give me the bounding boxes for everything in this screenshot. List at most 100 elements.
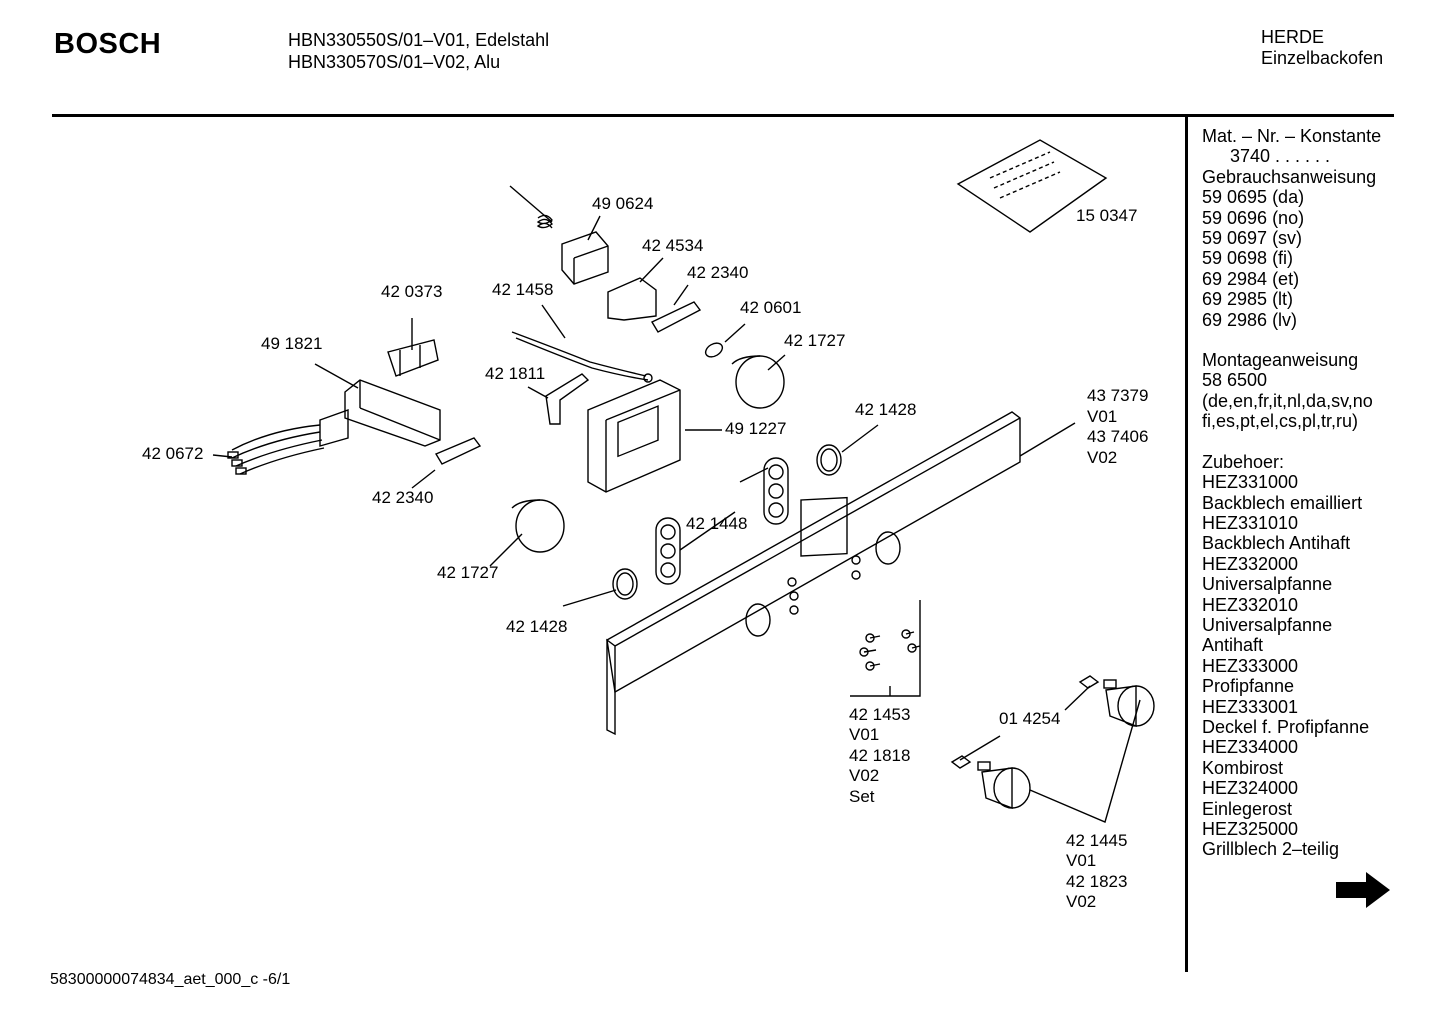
sidebar-line: Zubehoer: bbox=[1202, 451, 1285, 472]
part-label-491821: 49 1821 bbox=[261, 334, 323, 353]
mat-const: 3740 . . . . . . bbox=[1230, 146, 1331, 167]
sidebar-line: HEZ332000 bbox=[1202, 553, 1299, 574]
part-label-421453: 42 1453 V01 42 1818 V02 Set bbox=[849, 705, 910, 807]
category-line-1: HERDE bbox=[1261, 27, 1325, 47]
screw-bag bbox=[956, 139, 1108, 233]
control-panel bbox=[606, 411, 1021, 694]
sidebar-line: Kombirost bbox=[1202, 757, 1284, 778]
knob-holder-left bbox=[655, 517, 681, 585]
connector-420373 bbox=[387, 339, 439, 377]
sidebar-line: 59 0695 (da) bbox=[1202, 187, 1305, 208]
arrow-right-icon[interactable] bbox=[1336, 872, 1390, 908]
wire-harness bbox=[511, 331, 647, 377]
part-label-421448: 42 1448 bbox=[686, 514, 748, 533]
bracket-424534 bbox=[607, 277, 657, 321]
sidebar-line: HEZ333000 bbox=[1202, 655, 1299, 676]
part-label-421428b: 42 1428 bbox=[506, 617, 568, 636]
knob-cover-right bbox=[735, 355, 785, 409]
knob-cover-left bbox=[515, 499, 565, 553]
leader-421445 bbox=[1029, 699, 1141, 823]
sidebar-line: Profipfanne bbox=[1202, 676, 1295, 697]
part-label-421445-line1: 42 1445 bbox=[1066, 831, 1128, 850]
knob-holder-right bbox=[763, 457, 789, 525]
sidebar-line: HEZ324000 bbox=[1202, 778, 1299, 799]
part-label-421458: 42 1458 bbox=[492, 280, 554, 299]
model-line-2: HBN330570S/01–V02, Alu bbox=[288, 52, 501, 72]
leader-491821 bbox=[314, 363, 359, 389]
part-label-014254: 01 4254 bbox=[999, 709, 1061, 728]
leader-421428a bbox=[841, 424, 879, 453]
part-label-421445: 42 1445 V01 42 1823 V02 bbox=[1066, 831, 1127, 913]
part-label-437379: 43 7379 V01 43 7406 V02 bbox=[1087, 386, 1148, 468]
part-label-421811: 42 1811 bbox=[485, 364, 546, 383]
connector-422340a bbox=[651, 301, 702, 333]
sidebar-line: Backblech Antihaft bbox=[1202, 533, 1351, 554]
part-label-420672: 42 0672 bbox=[142, 444, 204, 463]
sidebar-line: Backblech emailliert bbox=[1202, 492, 1363, 513]
category-line-2: Einzelbackofen bbox=[1261, 48, 1384, 68]
sidebar-line: 59 0698 (fi) bbox=[1202, 248, 1294, 269]
leader-014254a bbox=[959, 735, 1001, 761]
clip-upper bbox=[1078, 675, 1100, 689]
leader-420672 bbox=[212, 454, 233, 458]
part-label-150347: 15 0347 bbox=[1076, 206, 1138, 225]
part-label-421727b: 42 1727 bbox=[437, 563, 499, 582]
mat-header: Mat. – Nr. – Konstante bbox=[1202, 126, 1382, 146]
part-label-421453-line5: Set bbox=[849, 786, 875, 806]
part-label-437379-line3: 43 7406 bbox=[1087, 427, 1149, 446]
part-label-437379-line1: 43 7379 bbox=[1087, 386, 1149, 405]
part-label-421727a: 42 1727 bbox=[784, 331, 846, 350]
part-label-422340a: 42 2340 bbox=[687, 263, 749, 282]
sidebar-line: Montageanweisung bbox=[1202, 350, 1359, 371]
sidebar-line: 69 2985 (lt) bbox=[1202, 289, 1294, 310]
header-divider bbox=[52, 114, 1394, 117]
leader-421448b bbox=[679, 511, 736, 551]
sidebar-line: HEZ325000 bbox=[1202, 819, 1299, 839]
leader-421811 bbox=[527, 386, 549, 399]
leader-422340a bbox=[673, 284, 689, 306]
part-label-437379-line4: V02 bbox=[1087, 447, 1118, 467]
sidebar-line: HEZ334000 bbox=[1202, 737, 1299, 758]
document-footer-code: 58300000074834_aet_000_c -6/1 bbox=[50, 971, 291, 988]
sidebar-line: Einlegerost bbox=[1202, 798, 1293, 819]
sidebar-line: Grillblech 2–teilig bbox=[1202, 839, 1340, 860]
leader-422340b bbox=[411, 469, 436, 489]
ring-left bbox=[612, 568, 638, 600]
brand-logo: BOSCH bbox=[54, 28, 162, 60]
sidebar-line: HEZ331000 bbox=[1202, 472, 1299, 493]
sidebar-line: 59 0696 (no) bbox=[1202, 207, 1305, 228]
part-label-424534: 42 4534 bbox=[642, 236, 704, 255]
sidebar-line: (de,en,fr,it,nl,da,sv,no bbox=[1202, 390, 1373, 411]
leader-421458 bbox=[541, 304, 566, 339]
sidebar-line: fi,es,pt,el,cs,pl,tr,ru) bbox=[1202, 411, 1359, 432]
clip-lower bbox=[950, 755, 972, 769]
screw-set bbox=[859, 629, 921, 671]
sidebar-line: 69 2986 (lv) bbox=[1202, 309, 1298, 330]
panel-display bbox=[800, 496, 848, 557]
part-label-421445-line4: V02 bbox=[1066, 892, 1097, 912]
leader-421428b bbox=[562, 589, 617, 607]
model-line-1: HBN330550S/01–V01, Edelstahl bbox=[288, 30, 550, 50]
sidebar-line: 69 2984 (et) bbox=[1202, 268, 1300, 289]
part-label-491227: 49 1227 bbox=[725, 419, 787, 438]
sidebar-line: HEZ331010 bbox=[1202, 512, 1299, 533]
sidebar-line: Universalpfanne bbox=[1202, 614, 1333, 635]
timer-module bbox=[587, 379, 681, 493]
sidebar-line: Universalpfanne bbox=[1202, 574, 1333, 595]
selector-switch bbox=[344, 379, 441, 447]
sidebar-line: Deckel f. Profipfanne bbox=[1202, 716, 1370, 737]
part-label-490624: 49 0624 bbox=[592, 194, 654, 213]
part-label-437379-line2: V01 bbox=[1087, 406, 1118, 426]
leader-420601 bbox=[724, 323, 746, 343]
leader-437379 bbox=[1019, 422, 1076, 457]
sidebar: Mat. – Nr. – Konstante 3740 . . . . . . … bbox=[1202, 126, 1402, 860]
part-label-421428a: 42 1428 bbox=[855, 400, 917, 419]
thermostat-490624 bbox=[561, 231, 609, 285]
sidebar-line: 58 6500 bbox=[1202, 370, 1268, 391]
part-label-421453-line1: 42 1453 bbox=[849, 705, 911, 724]
sidebar-divider bbox=[1185, 116, 1188, 972]
